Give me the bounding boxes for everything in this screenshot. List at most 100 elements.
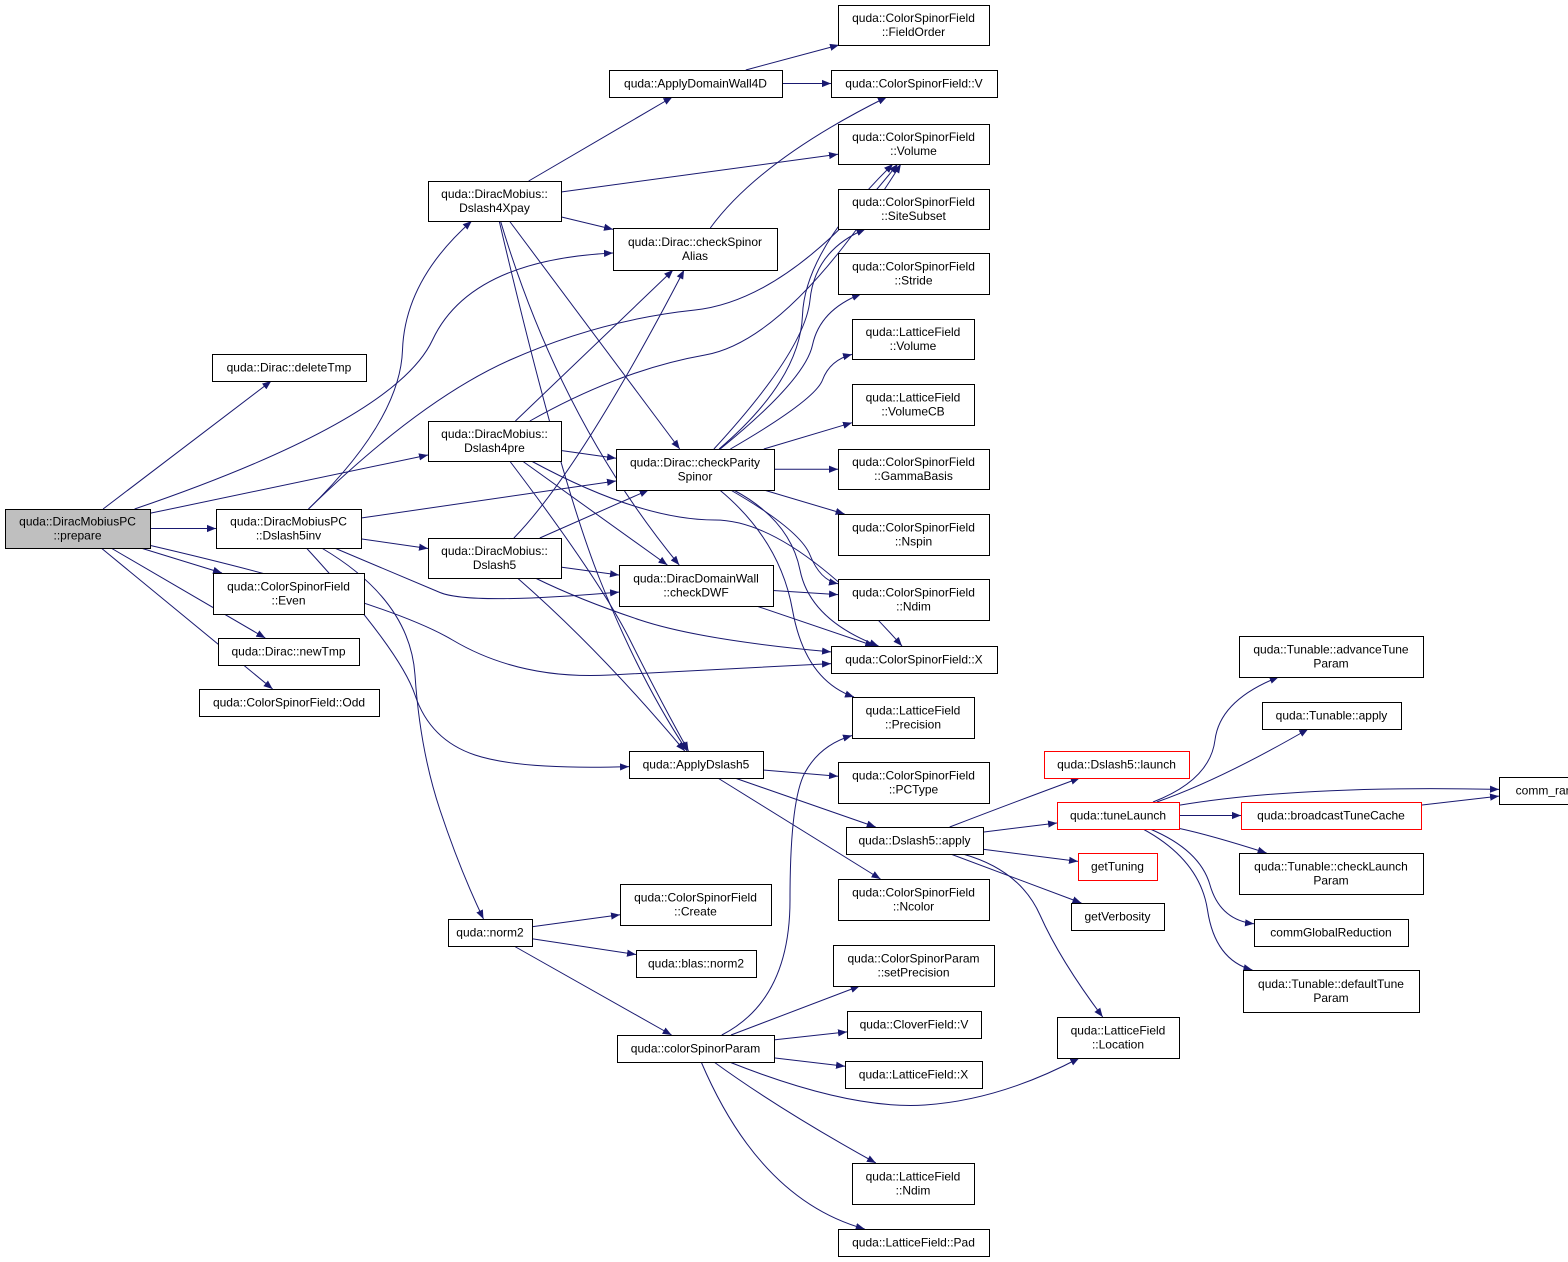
- node-nspin[interactable]: quda::ColorSpinorField::Nspin: [838, 514, 990, 556]
- node-box-ncolor[interactable]: [838, 879, 990, 921]
- node-box-setPrecision[interactable]: [833, 945, 995, 987]
- node-pcType[interactable]: quda::ColorSpinorField::PCType: [838, 762, 990, 804]
- node-box-commGlobal[interactable]: [1254, 919, 1409, 947]
- node-box-tunableApply[interactable]: [1262, 702, 1402, 730]
- node-box-fieldOrder[interactable]: [838, 5, 990, 46]
- node-box-dslash4pre[interactable]: [428, 421, 562, 462]
- node-dslash5inv[interactable]: quda::DiracMobiusPC::Dslash5inv: [216, 509, 362, 549]
- node-colorSpinorParam[interactable]: quda::colorSpinorParam: [617, 1035, 775, 1063]
- node-lfVolume[interactable]: quda::LatticeField::Volume: [852, 319, 975, 360]
- node-fieldOrder[interactable]: quda::ColorSpinorField::FieldOrder: [838, 5, 990, 46]
- node-deleteTmp[interactable]: quda::Dirac::deleteTmp: [212, 354, 367, 382]
- node-siteSubset[interactable]: quda::ColorSpinorField::SiteSubset: [838, 189, 990, 230]
- node-dslash4xpay[interactable]: quda::DiracMobius::Dslash4Xpay: [428, 181, 562, 222]
- node-box-location[interactable]: [1057, 1017, 1180, 1059]
- node-odd[interactable]: quda::ColorSpinorField::Odd: [199, 689, 380, 717]
- node-ncolor[interactable]: quda::ColorSpinorField::Ncolor: [838, 879, 990, 921]
- node-box-csfNdim[interactable]: [838, 579, 990, 621]
- node-box-lfNdim[interactable]: [852, 1163, 975, 1205]
- node-box-dslash5[interactable]: [428, 538, 562, 579]
- node-even[interactable]: quda::ColorSpinorField::Even: [213, 573, 365, 615]
- node-dslash4pre[interactable]: quda::DiracMobius::Dslash4pre: [428, 421, 562, 462]
- node-setPrecision[interactable]: quda::ColorSpinorParam::setPrecision: [833, 945, 995, 987]
- node-box-cloverV[interactable]: [847, 1011, 982, 1039]
- node-box-broadcast[interactable]: [1241, 802, 1422, 830]
- node-tuneLaunch[interactable]: quda::tuneLaunch: [1057, 802, 1180, 830]
- node-box-lfVolumeCB[interactable]: [852, 384, 975, 426]
- node-getVerbosity[interactable]: getVerbosity: [1071, 903, 1165, 931]
- node-commGlobal[interactable]: commGlobalReduction: [1254, 919, 1409, 947]
- node-tunableApply[interactable]: quda::Tunable::apply: [1262, 702, 1402, 730]
- node-box-dslash4xpay[interactable]: [428, 181, 562, 222]
- node-box-checkParity[interactable]: [616, 449, 775, 491]
- node-box-commRank[interactable]: [1499, 777, 1568, 805]
- node-box-advanceTune[interactable]: [1239, 636, 1424, 678]
- node-checkDWF[interactable]: quda::DiracDomainWall::checkDWF: [619, 565, 774, 607]
- node-launch[interactable]: quda::Dslash5::launch: [1044, 751, 1190, 779]
- node-lfNdim[interactable]: quda::LatticeField::Ndim: [852, 1163, 975, 1205]
- node-dslash5apply[interactable]: quda::Dslash5::apply: [846, 827, 984, 855]
- node-csfX[interactable]: quda::ColorSpinorField::X: [831, 646, 998, 674]
- node-box-checkSpinorAlias[interactable]: [613, 228, 778, 271]
- node-box-colorSpinorParam[interactable]: [617, 1035, 775, 1063]
- node-blasNorm2[interactable]: quda::blas::norm2: [636, 950, 757, 978]
- node-box-checkLaunch[interactable]: [1239, 853, 1424, 895]
- node-csfVolume[interactable]: quda::ColorSpinorField::Volume: [838, 124, 990, 165]
- node-lfPad[interactable]: quda::LatticeField::Pad: [838, 1229, 990, 1257]
- node-csfNdim[interactable]: quda::ColorSpinorField::Ndim: [838, 579, 990, 621]
- node-box-create[interactable]: [620, 884, 772, 926]
- node-box-applyDW4D[interactable]: [609, 70, 783, 98]
- node-lfX[interactable]: quda::LatticeField::X: [845, 1061, 983, 1089]
- node-gammaBasis[interactable]: quda::ColorSpinorField::GammaBasis: [838, 449, 990, 490]
- node-box-pcType[interactable]: [838, 762, 990, 804]
- node-box-lfPad[interactable]: [838, 1229, 990, 1257]
- node-box-lfVolume[interactable]: [852, 319, 975, 360]
- node-box-dslash5apply[interactable]: [846, 827, 984, 855]
- node-box-applyDslash5[interactable]: [629, 751, 764, 779]
- node-box-csfV[interactable]: [831, 70, 998, 98]
- node-applyDW4D[interactable]: quda::ApplyDomainWall4D: [609, 70, 783, 98]
- node-newTmp[interactable]: quda::Dirac::newTmp: [218, 638, 360, 666]
- node-precision[interactable]: quda::LatticeField::Precision: [852, 697, 975, 739]
- node-box-stride[interactable]: [838, 253, 990, 295]
- node-box-csfX[interactable]: [831, 646, 998, 674]
- node-getTuning[interactable]: getTuning: [1078, 853, 1158, 881]
- node-box-blasNorm2[interactable]: [636, 950, 757, 978]
- node-box-launch[interactable]: [1044, 751, 1190, 779]
- node-box-nspin[interactable]: [838, 514, 990, 556]
- node-box-even[interactable]: [213, 573, 365, 615]
- node-lfVolumeCB[interactable]: quda::LatticeField::VolumeCB: [852, 384, 975, 426]
- node-create[interactable]: quda::ColorSpinorField::Create: [620, 884, 772, 926]
- node-box-lfX[interactable]: [845, 1061, 983, 1089]
- node-csfV[interactable]: quda::ColorSpinorField::V: [831, 70, 998, 98]
- node-box-prepare[interactable]: [5, 509, 151, 549]
- node-box-dslash5inv[interactable]: [216, 509, 362, 549]
- node-box-getTuning[interactable]: [1078, 853, 1158, 881]
- node-norm2[interactable]: quda::norm2: [448, 919, 533, 947]
- node-stride[interactable]: quda::ColorSpinorField::Stride: [838, 253, 990, 295]
- node-box-siteSubset[interactable]: [838, 189, 990, 230]
- node-commRank[interactable]: comm_rank: [1499, 777, 1568, 805]
- node-box-precision[interactable]: [852, 697, 975, 739]
- node-prepare[interactable]: quda::DiracMobiusPC::prepare: [5, 509, 151, 549]
- node-dslash5[interactable]: quda::DiracMobius::Dslash5: [428, 538, 562, 579]
- node-box-getVerbosity[interactable]: [1071, 903, 1165, 931]
- node-box-newTmp[interactable]: [218, 638, 360, 666]
- node-applyDslash5[interactable]: quda::ApplyDslash5: [629, 751, 764, 779]
- node-box-gammaBasis[interactable]: [838, 449, 990, 490]
- node-box-checkDWF[interactable]: [619, 565, 774, 607]
- node-box-norm2[interactable]: [448, 919, 533, 947]
- node-box-odd[interactable]: [199, 689, 380, 717]
- node-box-deleteTmp[interactable]: [212, 354, 367, 382]
- node-location[interactable]: quda::LatticeField::Location: [1057, 1017, 1180, 1059]
- node-cloverV[interactable]: quda::CloverField::V: [847, 1011, 982, 1039]
- node-box-tuneLaunch[interactable]: [1057, 802, 1180, 830]
- node-box-csfVolume[interactable]: [838, 124, 990, 165]
- node-broadcast[interactable]: quda::broadcastTuneCache: [1241, 802, 1422, 830]
- node-box-defaultTune[interactable]: [1243, 970, 1420, 1013]
